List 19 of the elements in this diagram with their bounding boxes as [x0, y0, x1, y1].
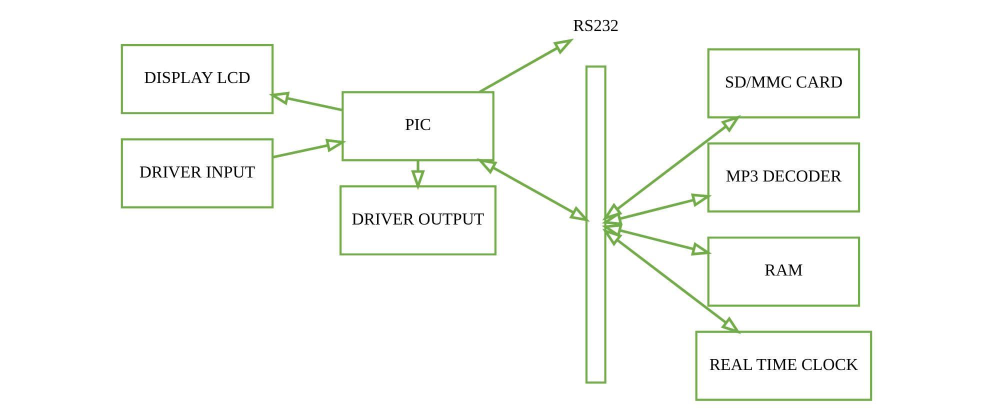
arrow: [272, 138, 346, 158]
node-box: SD/MMC CARD: [706, 48, 860, 118]
arrow: [601, 193, 712, 225]
node-box: DISPLAY LCD: [120, 44, 274, 114]
node-box: MP3 DECODER: [706, 142, 860, 212]
node-box: DRIVER INPUT: [120, 138, 274, 208]
arrow: [268, 91, 342, 111]
node-box: PIC: [341, 90, 494, 161]
arrow: [602, 228, 740, 334]
node-box: DRIVER OUTPUT: [339, 184, 496, 255]
arrow: [476, 158, 590, 222]
node-box: RAM: [706, 236, 860, 306]
arrow: [601, 223, 712, 256]
arrow: [410, 160, 424, 190]
node-bar: [584, 65, 606, 384]
arrow: [602, 114, 740, 220]
arrow: [478, 38, 574, 93]
node-box: REAL TIME CLOCK: [694, 330, 872, 400]
node-text: RS232: [572, 15, 618, 34]
